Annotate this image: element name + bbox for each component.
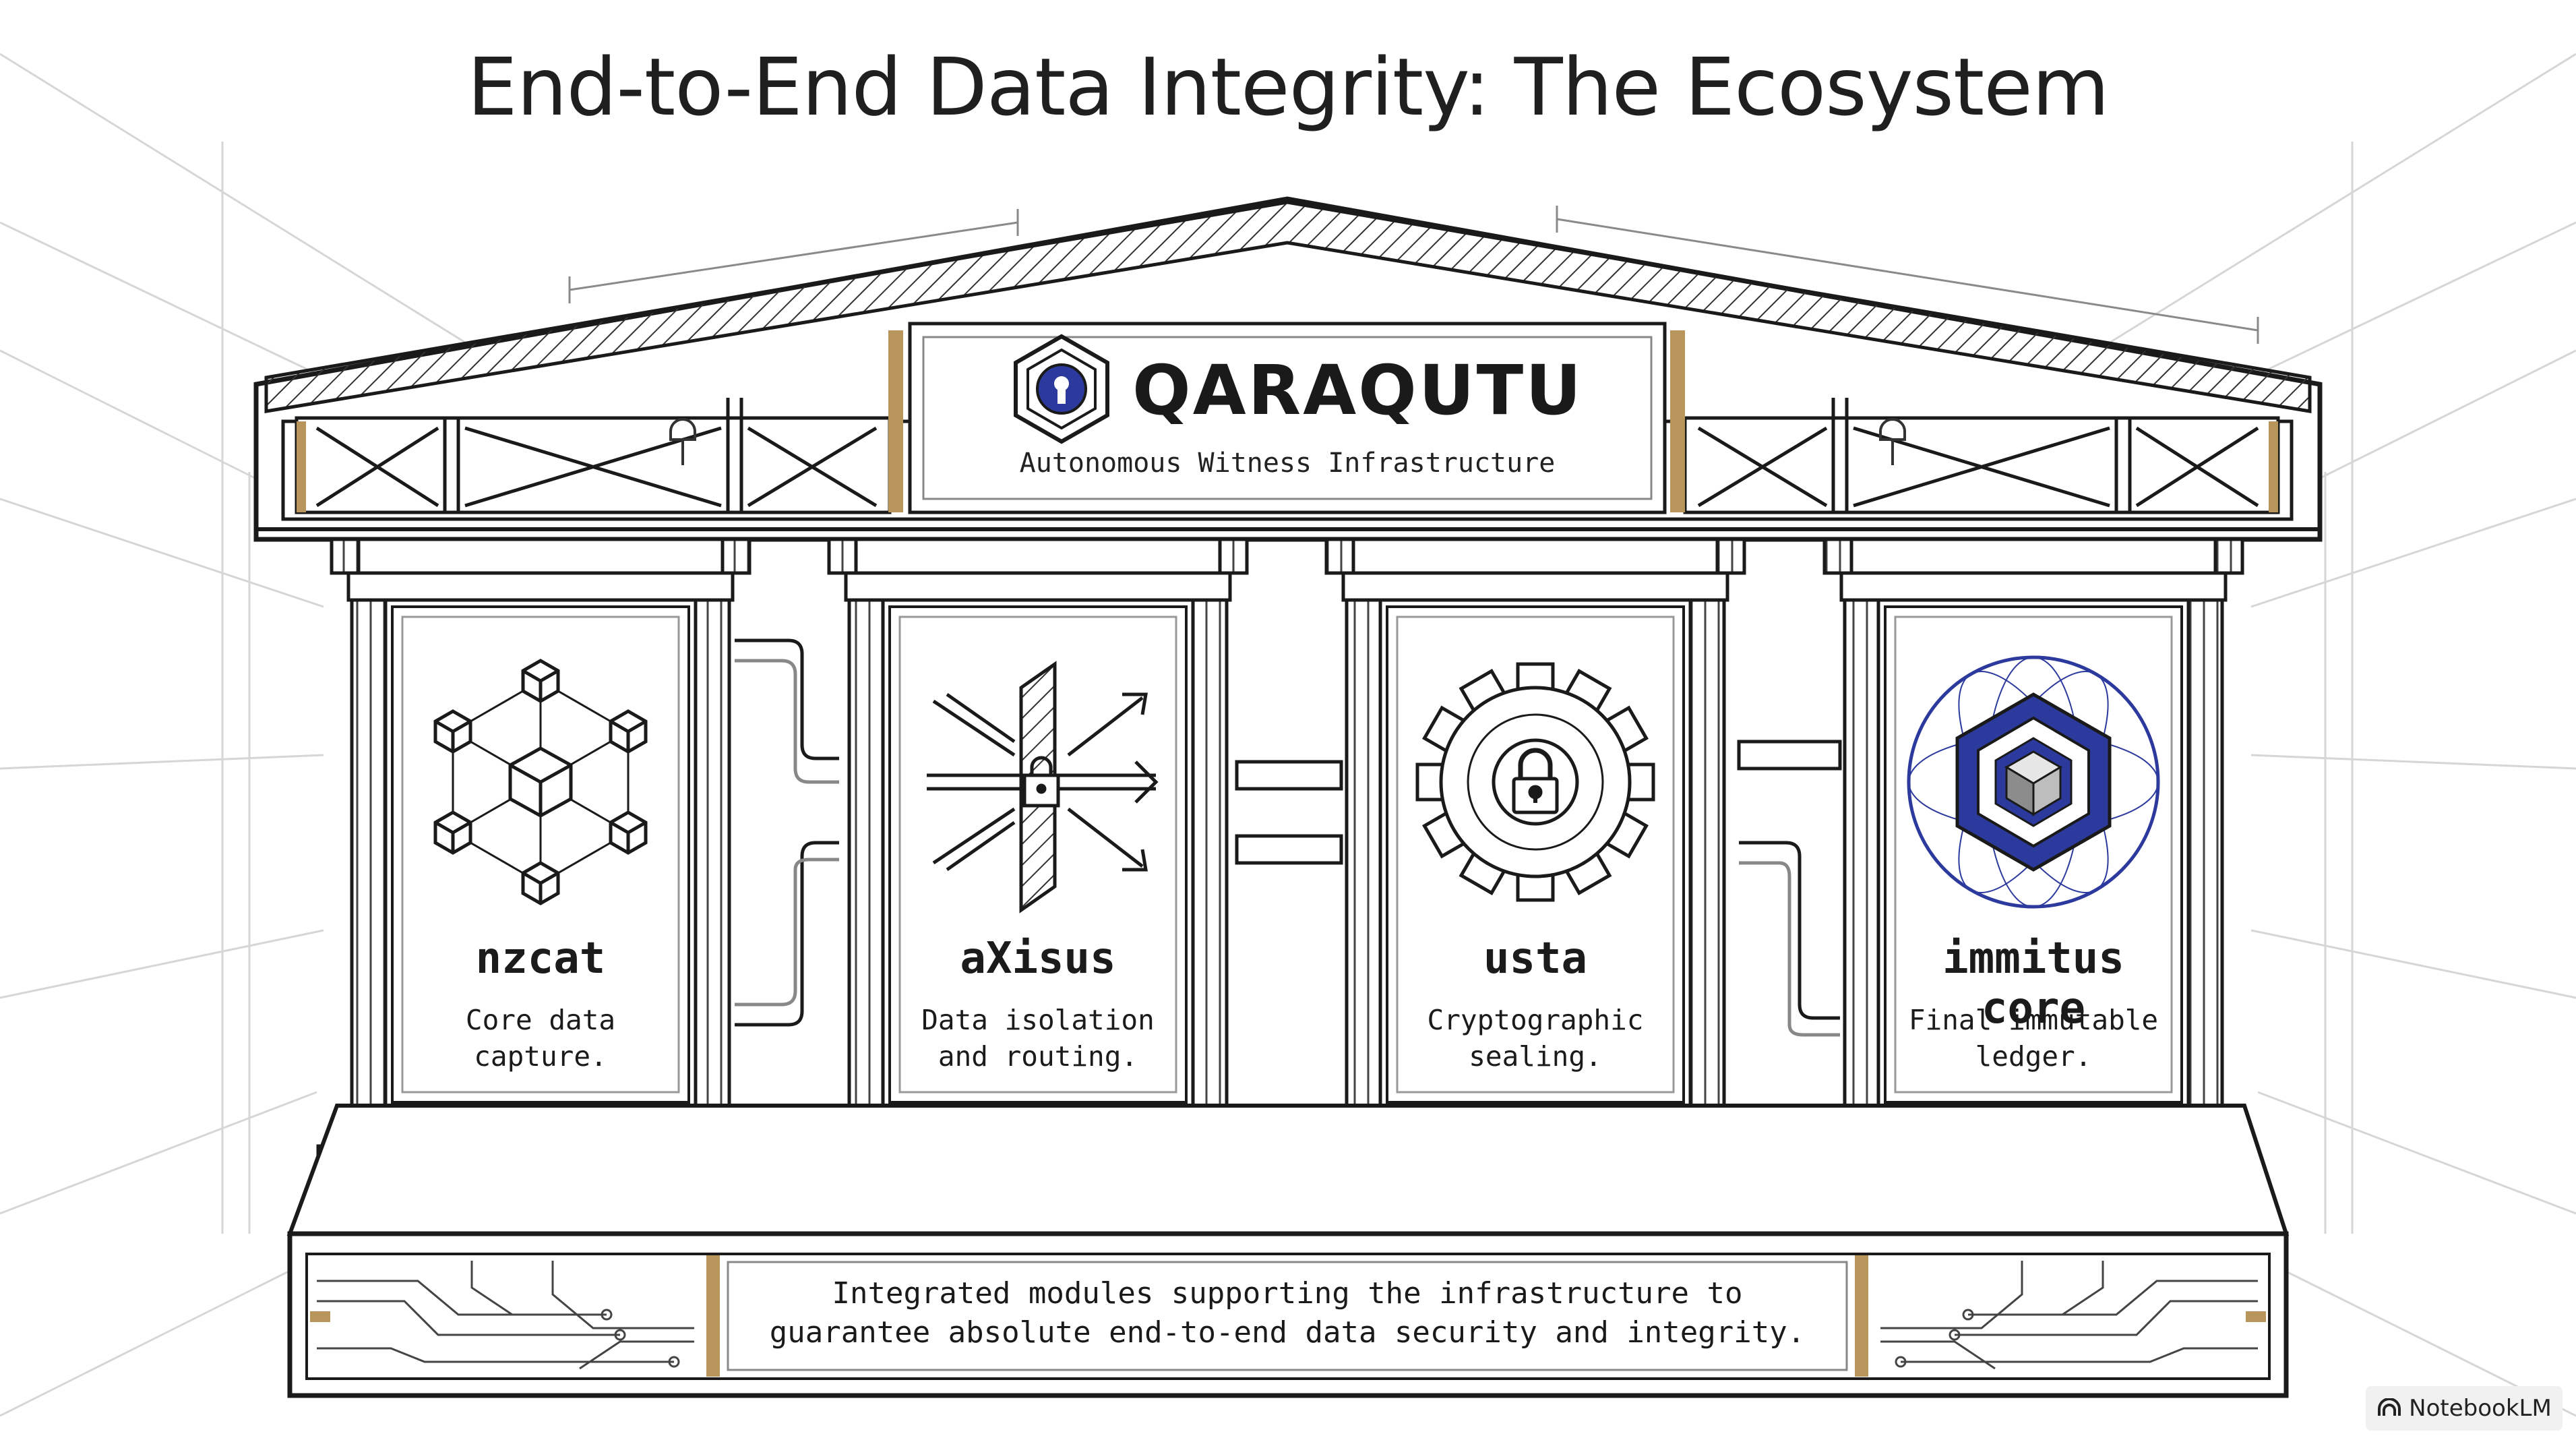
roof-gold-accents: [297, 330, 2278, 512]
base-caption-line2: guarantee absolute end-to-end data secur…: [769, 1315, 1806, 1350]
brand-name: QARAQUTU: [1132, 351, 1584, 431]
pillar-desc-immitus-core-line2: ledger.: [1975, 1040, 2092, 1073]
notebooklm-icon: [2378, 1398, 2401, 1416]
dimension-lines: [568, 206, 2259, 344]
circuit-pattern-right: [1880, 1261, 2266, 1370]
base-caption-line1: Integrated modules supporting the infras…: [832, 1276, 1743, 1311]
pillar-desc-nzcat-line1: Core data: [465, 1004, 616, 1036]
lock-gem-icon: [1014, 334, 1109, 444]
pillar-name-axisus: aXisus: [960, 934, 1116, 984]
notebooklm-badge: NotebookLM: [2366, 1386, 2563, 1431]
pillar-name-nzcat: nzcat: [475, 934, 606, 984]
circuit-pattern-left: [310, 1261, 694, 1370]
lock-routing-icon: [927, 661, 1159, 913]
page-title: End-to-End Data Integrity: The Ecosystem: [467, 40, 2110, 133]
base-platform: [286, 1104, 2290, 1398]
pillar-desc-usta-line2: sealing.: [1469, 1040, 1602, 1073]
pillar-desc-nzcat-line2: capture.: [474, 1040, 607, 1073]
brand-tagline: Autonomous Witness Infrastructure: [1019, 448, 1556, 479]
badge-label: NotebookLM: [2409, 1395, 2552, 1422]
base-caption: Integrated modules supporting the infras…: [728, 1274, 1847, 1352]
cube-network-icon: [433, 659, 648, 905]
pillar-name-immitus-core: immitus core: [1942, 934, 2124, 1033]
roof-truss-right: [1683, 398, 2280, 514]
pillar-desc-usta-line1: Cryptographic: [1427, 1004, 1644, 1036]
pillar-desc-axisus-line2: and routing.: [938, 1040, 1138, 1073]
hex-cube-sphere-icon: [1907, 655, 2160, 909]
truss-lock-icon: [669, 418, 1906, 465]
pillar-name-usta: usta: [1483, 934, 1588, 984]
pillar-desc-immitus-core-line1: Final immutable: [1908, 1004, 2159, 1036]
gear-lock-icon: [1415, 662, 1655, 902]
connector-pipes: [735, 638, 1842, 1037]
pillar-desc-axisus-line1: Data isolation: [921, 1004, 1155, 1036]
